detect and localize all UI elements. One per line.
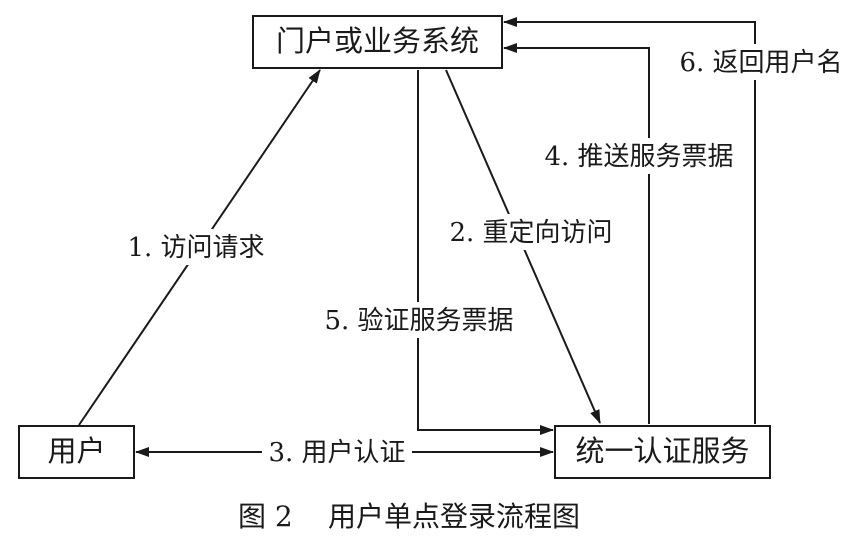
edge-push-ticket-label-bg <box>528 138 750 174</box>
edge-validate-ticket-label-bg <box>308 302 530 338</box>
node-portal: 门户或业务系统 <box>252 15 503 69</box>
edge-access-request-label-bg <box>118 229 274 265</box>
edge-return-username-label-bg <box>665 44 857 80</box>
edge-access-request-label: 1. 访问请求 <box>127 233 264 263</box>
edge-return-username-label: 6. 返回用户名 <box>679 48 842 78</box>
node-portal-box <box>252 15 503 69</box>
edge-validate-ticket <box>417 70 554 435</box>
node-user-box <box>18 425 135 479</box>
edge-user-auth-label-bg <box>262 435 412 469</box>
figure-title: 用户单点登录流程图 <box>328 500 580 533</box>
node-auth: 统一认证服务 <box>554 425 771 479</box>
edge-redirect-label-bg <box>433 214 629 250</box>
node-auth-label: 统一认证服务 <box>575 434 749 468</box>
edge-user-auth-label: 3. 用户认证 <box>268 438 405 468</box>
edge-return-username <box>503 17 756 424</box>
node-portal-label: 门户或业务系统 <box>276 24 479 58</box>
edge-push-ticket <box>503 43 650 424</box>
edge-push-ticket-label: 4. 推送服务票据 <box>544 142 733 172</box>
node-user-label: 用户 <box>47 434 105 468</box>
node-user: 用户 <box>18 425 135 479</box>
edge-redirect-label: 2. 重定向访问 <box>449 218 612 248</box>
figure-number: 图 2 <box>238 500 293 533</box>
node-auth-box <box>554 425 771 479</box>
edge-validate-ticket-label: 5. 验证服务票据 <box>324 306 513 336</box>
